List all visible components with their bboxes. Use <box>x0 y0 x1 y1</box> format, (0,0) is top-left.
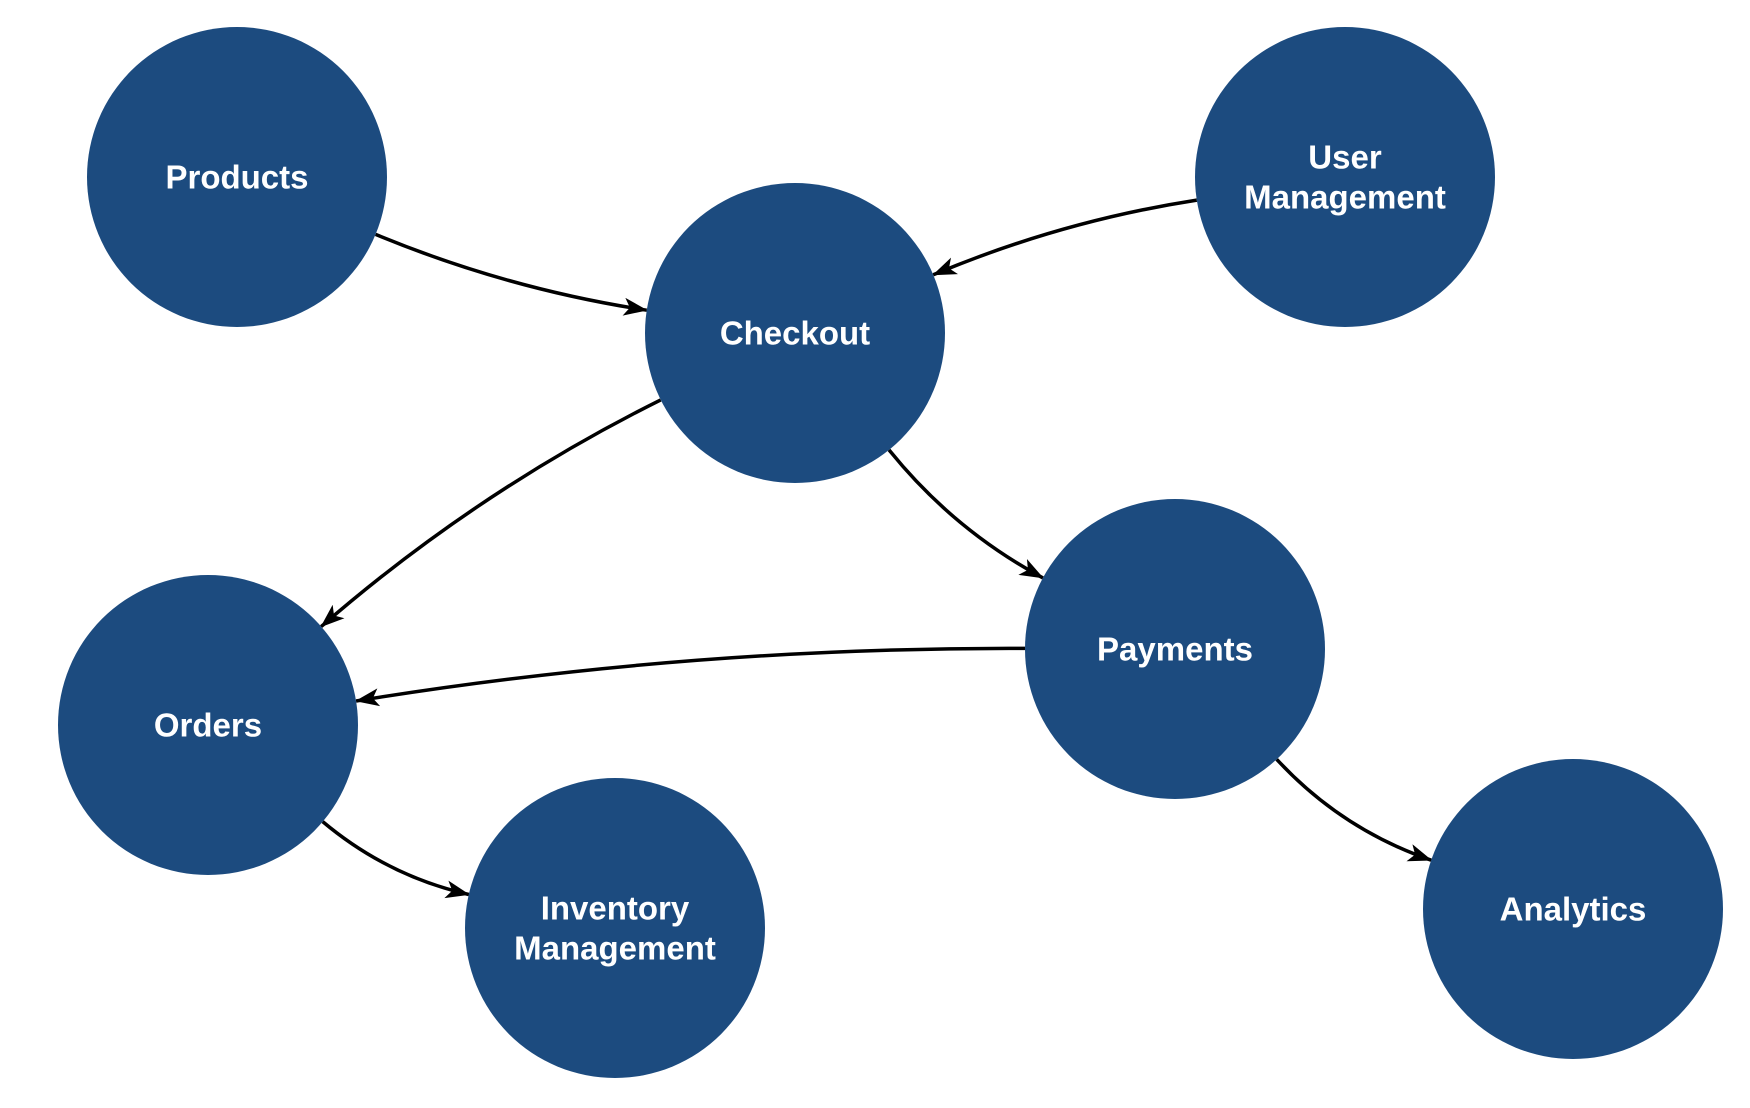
checkout-circle[interactable] <box>645 183 945 483</box>
user-management-circle[interactable] <box>1195 27 1495 327</box>
edge-payments-to-orders <box>355 646 1026 707</box>
edge-products-to-checkout <box>374 232 648 316</box>
node-products[interactable]: Products <box>87 27 387 327</box>
edge-user-management-to-checkout <box>932 198 1198 277</box>
edge-orders-to-inventory-management <box>321 820 470 899</box>
edge-checkout-to-orders <box>320 398 662 628</box>
edge-checkout-to-payments <box>887 448 1044 580</box>
node-checkout[interactable]: Checkout <box>645 183 945 483</box>
node-analytics[interactable]: Analytics <box>1423 759 1723 1059</box>
payments-circle[interactable] <box>1025 499 1325 799</box>
inventory-management-circle[interactable] <box>465 778 765 1078</box>
products-circle[interactable] <box>87 27 387 327</box>
analytics-circle[interactable] <box>1423 759 1723 1059</box>
node-orders[interactable]: Orders <box>58 575 358 875</box>
orders-circle[interactable] <box>58 575 358 875</box>
edges-layer <box>320 198 1433 899</box>
node-payments[interactable]: Payments <box>1025 499 1325 799</box>
edge-payments-to-analytics <box>1275 758 1433 862</box>
